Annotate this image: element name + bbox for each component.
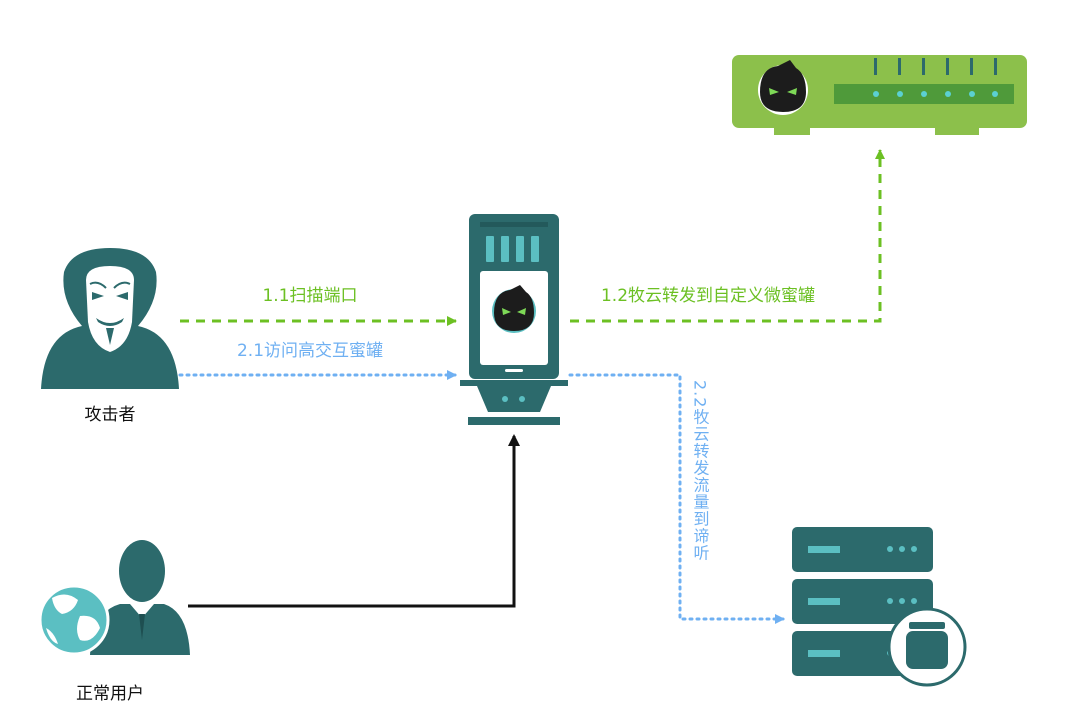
cat-logo-icon [758,60,808,115]
forward-listen-arrow [568,373,786,624]
forward-custom-label: 1.2牧云转发到自定义微蜜罐 [601,286,815,306]
forward-listen-label: 2.2牧云转发流量到谛听 [691,380,710,561]
mobile-relay-device-icon [460,214,568,425]
attacker-label: 攻击者 [85,405,136,425]
normal-user-arrow [188,434,520,608]
hooded-hacker-icon [41,248,179,389]
scan-ports-label: 1.1扫描端口 [262,286,357,306]
honey-jar-icon [887,607,967,687]
visit-honeypot-label: 2.1访问高交互蜜罐 [237,341,383,361]
server-stack-icon [792,527,967,687]
normal-user-label: 正常用户 [76,684,144,704]
router-honeypot-icon [732,55,1027,135]
user-globe-icon [38,540,190,656]
forward-custom-arrow [570,149,885,323]
